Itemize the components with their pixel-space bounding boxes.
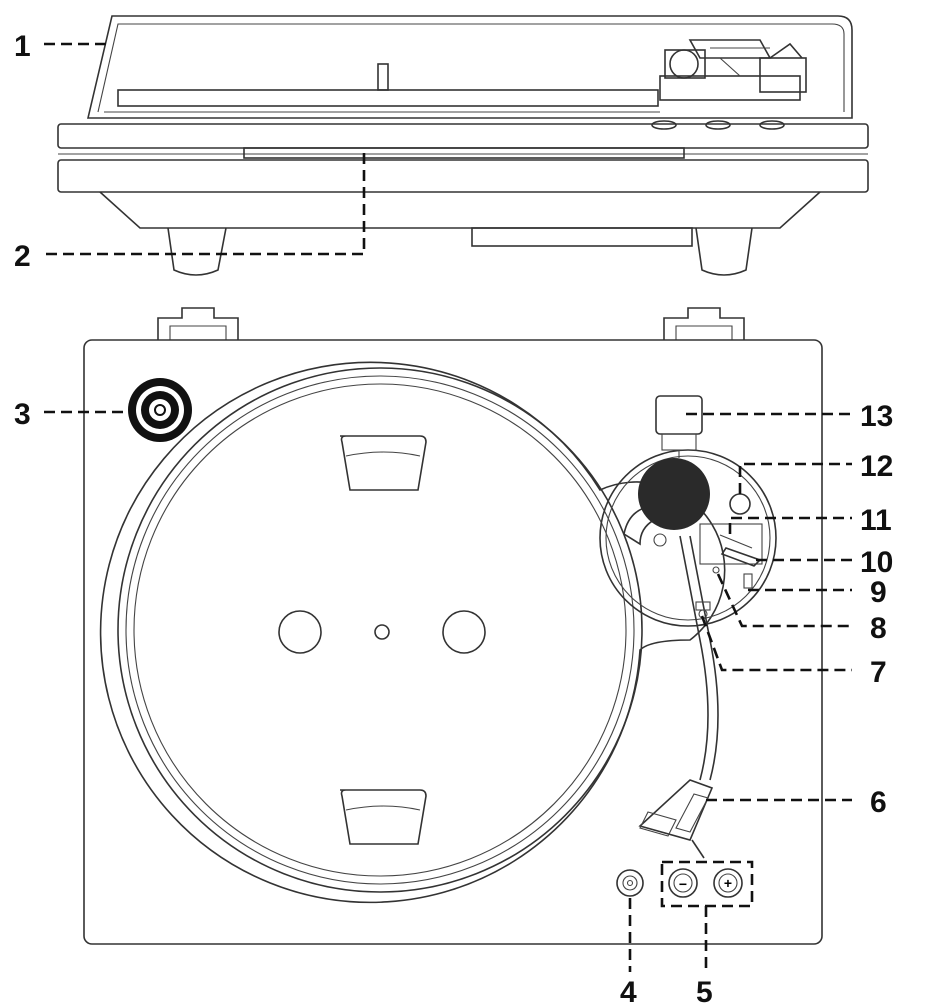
volume-down-symbol: − bbox=[679, 876, 687, 892]
left-foot bbox=[167, 227, 227, 276]
callout-9: 9 bbox=[870, 576, 887, 609]
hinge-left bbox=[157, 307, 239, 340]
hole-right bbox=[442, 610, 486, 654]
counterweight bbox=[638, 458, 710, 530]
dust-cover bbox=[86, 15, 853, 119]
callout-3: 3 bbox=[14, 398, 31, 431]
controls: − + bbox=[616, 860, 754, 908]
right-foot bbox=[695, 227, 753, 276]
callout-13: 13 bbox=[860, 400, 893, 433]
center-spindle bbox=[374, 624, 390, 640]
leader-2 bbox=[46, 150, 366, 256]
hinge-right bbox=[663, 307, 745, 340]
front-view bbox=[57, 15, 869, 276]
volume-down-button bbox=[668, 868, 698, 898]
leader-11 bbox=[728, 516, 852, 534]
leader-7 bbox=[700, 615, 852, 672]
leader-8 bbox=[716, 573, 852, 628]
volume-up-symbol: + bbox=[724, 875, 732, 891]
lower-body bbox=[99, 191, 821, 229]
lift-knob bbox=[729, 493, 751, 515]
plinth-bottom bbox=[57, 159, 869, 193]
adapter-45rpm bbox=[128, 378, 192, 442]
callout-10: 10 bbox=[860, 546, 893, 579]
callout-11: 11 bbox=[860, 504, 892, 537]
platter-side bbox=[117, 89, 659, 107]
headshell bbox=[638, 779, 714, 859]
spindle bbox=[377, 63, 389, 91]
leader-12 bbox=[738, 462, 852, 494]
cutout-bottom bbox=[340, 789, 427, 845]
callout-4: 4 bbox=[620, 976, 637, 1007]
callout-1: 1 bbox=[14, 30, 31, 63]
hole-left bbox=[278, 610, 322, 654]
callout-2: 2 bbox=[14, 240, 31, 273]
callout-6: 6 bbox=[870, 786, 887, 819]
callout-8: 8 bbox=[870, 612, 887, 645]
tonearm-front bbox=[651, 39, 807, 130]
platter-rim bbox=[117, 367, 643, 893]
headphone-jack bbox=[616, 869, 644, 897]
cutout-top bbox=[340, 435, 427, 491]
callout-5: 5 bbox=[696, 976, 713, 1007]
tonearm-tube bbox=[679, 535, 709, 781]
top-view: − + bbox=[83, 307, 823, 945]
front-slot bbox=[243, 147, 685, 159]
callout-12: 12 bbox=[860, 450, 893, 483]
platter-outline bbox=[99, 361, 726, 904]
plinth-top bbox=[57, 123, 869, 149]
callout-labels: 1 2 3 4 5 6 7 8 9 10 11 12 13 bbox=[14, 30, 893, 1007]
plinth-top-view bbox=[83, 339, 823, 945]
volume-up-button bbox=[713, 868, 743, 898]
leader-lines bbox=[44, 42, 852, 972]
callout-7: 7 bbox=[870, 656, 887, 689]
